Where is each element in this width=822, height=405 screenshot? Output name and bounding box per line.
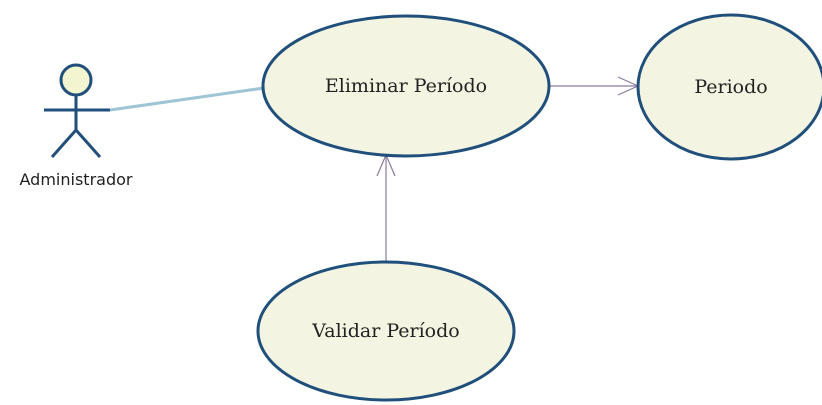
usecase-eliminar-ellipse [261,14,551,158]
usecase-validar-ellipse [256,260,516,402]
usecase-eliminar-label: Eliminar Período [325,75,487,97]
usecase-eliminar-periodo[interactable]: Eliminar Período [261,14,551,158]
actor-label: Administrador [20,170,133,189]
usecase-validar-label: Validar Período [311,320,459,342]
association-line [109,86,265,112]
usecase-periodo-ellipse [636,13,822,161]
arrow-eliminar-to-periodo [548,76,640,96]
actor-left-leg [50,129,78,158]
usecase-periodo[interactable]: Periodo [636,13,822,161]
usecase-validar-periodo[interactable]: Validar Período [256,260,516,402]
arrow-validar-to-eliminar [376,153,396,265]
actor-head [59,63,93,97]
actor-right-leg [74,129,102,158]
usecase-periodo-label: Periodo [694,76,767,98]
actor-administrador[interactable]: Administrador [20,63,133,189]
